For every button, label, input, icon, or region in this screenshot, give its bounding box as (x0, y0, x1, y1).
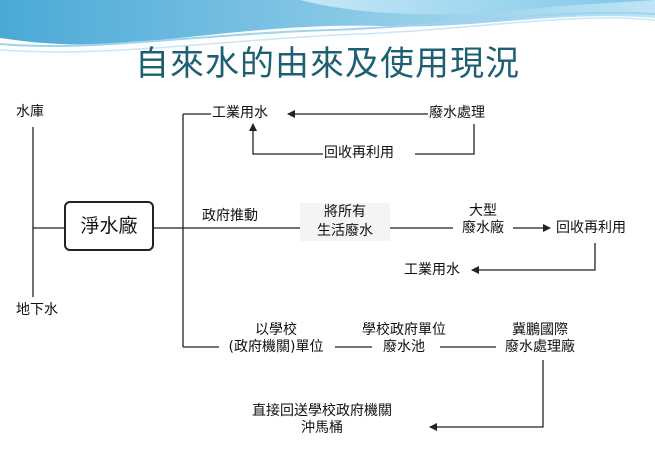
return-line1: 直接回送學校政府機關 (252, 403, 392, 419)
industrial-use-label: 工業用水 (212, 105, 268, 121)
groundwater-label: 地下水 (16, 302, 58, 318)
return-to-schools-node: 直接回送學校政府機關 沖馬桶 (232, 403, 412, 437)
treatment-down (415, 124, 475, 155)
top-recycle-label: 回收再利用 (324, 145, 394, 161)
schools-node: 以學校 (政府機關)單位 (214, 322, 338, 356)
all-wastewater-line1: 將所有 (300, 203, 390, 222)
recycle-down-to-industrial (471, 243, 596, 274)
gov-promotion-label: 政府推動 (202, 208, 258, 224)
large-plant-node: 大型 廢水廠 (453, 203, 513, 237)
wastewater-pool-node: 學校政府單位 廢水池 (358, 322, 450, 356)
page-title: 自來水的由來及使用現況 (135, 44, 520, 84)
jipeng-line1: 冀鵬國際 (512, 322, 568, 338)
all-wastewater-node: 將所有 生活廢水 (300, 203, 390, 241)
pool-line2: 廢水池 (383, 339, 425, 355)
jipeng-down-to-return (429, 360, 544, 431)
pool-line1: 學校政府單位 (362, 322, 446, 338)
water-treatment-plant-box: 淨水廠 (64, 201, 154, 251)
all-wastewater-line2: 生活廢水 (300, 222, 390, 241)
large-plant-line1: 大型 (469, 203, 497, 219)
reservoir-label: 水庫 (16, 104, 44, 120)
middle-industrial-use-label: 工業用水 (404, 262, 460, 278)
schools-line1: 以學校 (255, 322, 297, 338)
schools-line2: (政府機關)單位 (228, 339, 324, 355)
return-line2: 沖馬桶 (301, 420, 343, 436)
large-plant-line2: 廢水廠 (462, 220, 504, 236)
jipeng-plant-node: 冀鵬國際 廢水處理廠 (490, 322, 590, 356)
jipeng-line2: 廢水處理廠 (505, 339, 575, 355)
recycle-to-industrial (249, 123, 323, 155)
middle-recycle-label: 回收再利用 (556, 220, 626, 236)
wastewater-treatment-label: 廢水處理 (429, 105, 485, 121)
